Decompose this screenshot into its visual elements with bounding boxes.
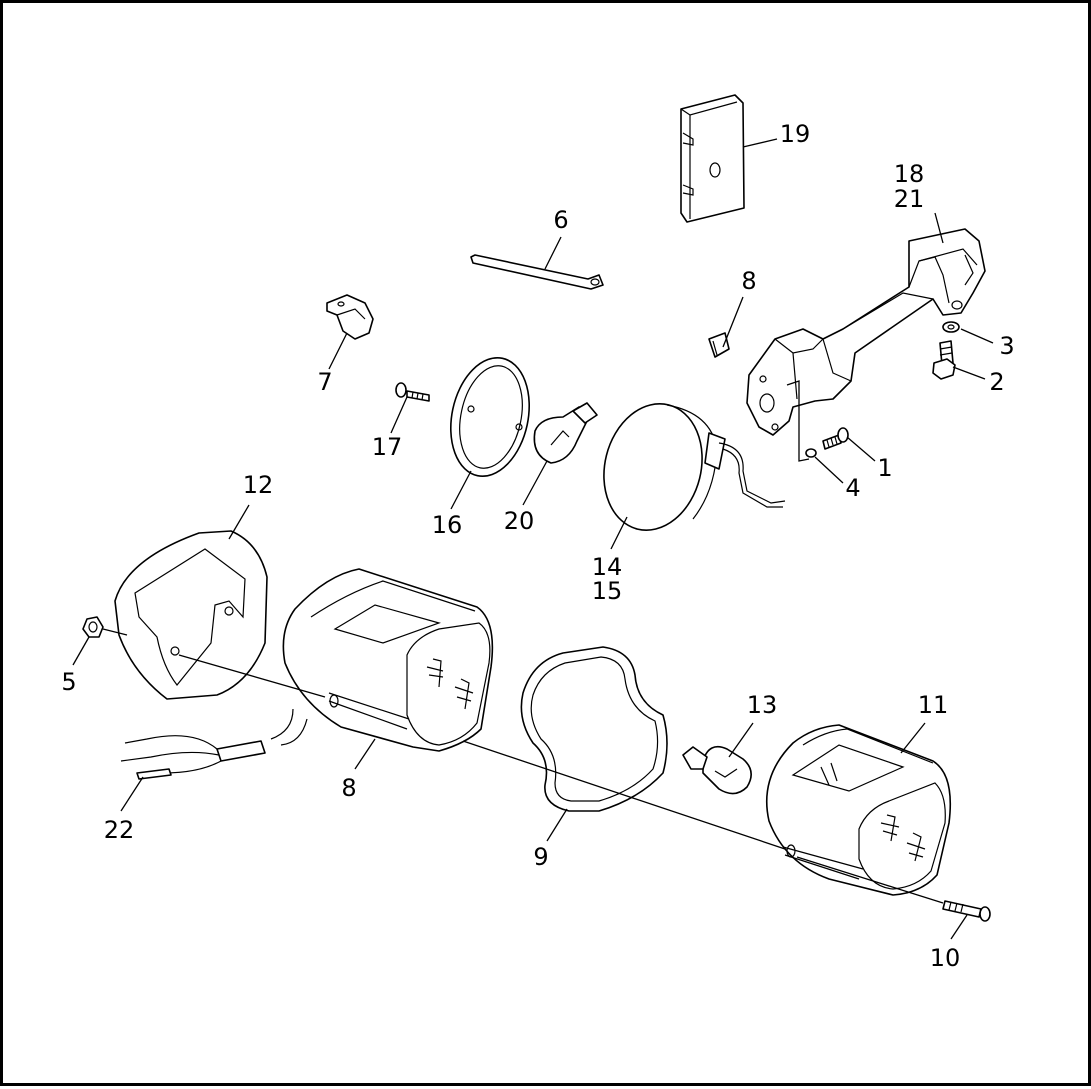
part-bulb-13 — [682, 745, 752, 795]
callout-10: 10 — [930, 944, 961, 972]
part-screw-1 — [822, 427, 849, 450]
callout-3: 3 — [999, 332, 1014, 360]
callout-6: 6 — [553, 206, 568, 234]
part-clip-upper — [708, 332, 730, 358]
part-wire-leads — [120, 708, 308, 780]
exploded-parts-diagram: 1 2 3 4 5 6 7 8 8 9 10 11 12 13 14 15 16… — [61, 94, 1015, 972]
callout-8-upper: 8 — [741, 267, 756, 295]
callout-12: 12 — [243, 471, 274, 499]
part-lens-ring — [449, 356, 531, 478]
callout-5: 5 — [61, 668, 76, 696]
callout-16: 16 — [432, 511, 463, 539]
part-lamp-housing — [603, 403, 786, 531]
callout-13: 13 — [747, 691, 778, 719]
callout-19: 19 — [780, 120, 811, 148]
part-small-nut — [805, 448, 817, 458]
part-taillight-housing — [282, 568, 494, 752]
callout-7: 7 — [317, 368, 332, 396]
callout-18: 18 — [894, 160, 925, 188]
callout-22: 22 — [104, 816, 135, 844]
callout-20: 20 — [504, 507, 535, 535]
callout-15: 15 — [592, 577, 623, 605]
part-lock-washer — [942, 321, 960, 333]
part-mounting-plate — [680, 94, 745, 223]
part-cable-strap — [470, 254, 604, 290]
part-lens-gasket — [520, 646, 668, 812]
callout-2: 2 — [989, 368, 1004, 396]
callout-17: 17 — [372, 433, 403, 461]
callout-4: 4 — [845, 474, 860, 502]
part-gasket-plate — [114, 530, 268, 700]
part-hex-bolt — [932, 340, 956, 380]
part-bulb-20 — [533, 402, 598, 464]
part-bracket — [746, 228, 986, 436]
part-long-screw — [942, 900, 991, 922]
part-clamp — [326, 294, 374, 340]
part-screw-17 — [395, 382, 430, 402]
callout-labels: 1 2 3 4 5 6 7 8 8 9 10 11 12 13 14 15 16… — [61, 120, 1014, 972]
callout-21: 21 — [894, 185, 925, 213]
part-nut-5 — [82, 616, 104, 638]
part-lens — [765, 724, 952, 896]
assembly-lines — [102, 380, 944, 904]
callout-11: 11 — [918, 691, 949, 719]
callout-1: 1 — [877, 454, 892, 482]
callout-14: 14 — [592, 553, 623, 581]
leader-lines — [72, 138, 994, 940]
callout-9: 9 — [533, 843, 548, 871]
callout-8-lower: 8 — [341, 774, 356, 802]
